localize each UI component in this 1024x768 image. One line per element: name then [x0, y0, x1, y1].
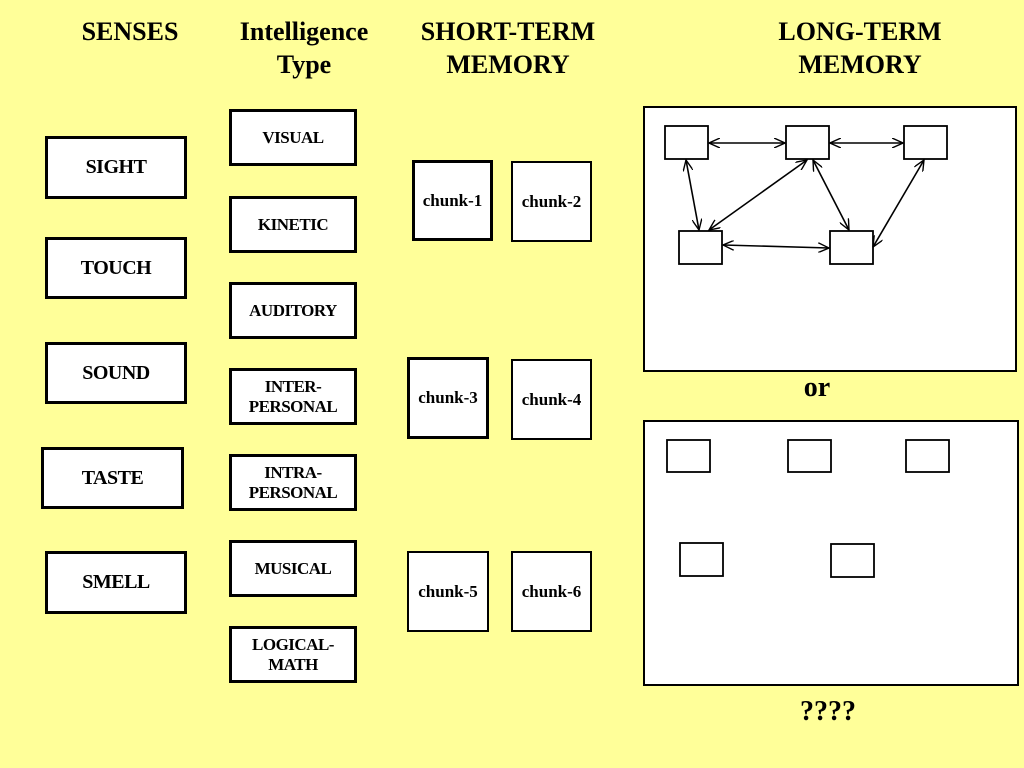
ltm-isolated-node-4: [679, 542, 724, 577]
intelligence-box-interpersonal: INTER- PERSONAL: [229, 368, 357, 425]
intelligence-label: MUSICAL: [254, 558, 332, 578]
header-intelligence-line2: Type: [276, 50, 332, 79]
intelligence-box-intrapersonal: INTRA- PERSONAL: [229, 454, 357, 511]
ltm-isolated-node-5: [830, 543, 875, 578]
ltm-node-1: [664, 125, 709, 160]
ltm-node-4: [678, 230, 723, 265]
ltm-unconnected-panel: [643, 420, 1019, 686]
sense-box-sight: SIGHT: [45, 136, 187, 199]
ltm-edge-1-4: [686, 160, 699, 230]
header-short-term-memory: SHORT-TERM MEMORY: [404, 15, 612, 81]
ltm-node-3: [903, 125, 948, 160]
ltm-node-2: [785, 125, 830, 160]
header-ltm-line2: MEMORY: [798, 50, 922, 79]
question-marks-label: ????: [800, 696, 856, 727]
chunk-box-4: chunk-4: [511, 359, 592, 440]
intelligence-label-line2: PERSONAL: [248, 482, 338, 502]
intelligence-label-line1: INTRA-: [264, 462, 322, 482]
sense-box-smell: SMELL: [45, 551, 187, 614]
ltm-edge-2-5: [813, 160, 849, 230]
intelligence-box-kinetic: KINETIC: [229, 196, 357, 253]
intelligence-label-line1: LOGICAL-: [252, 634, 334, 654]
ltm-edge-2-4: [709, 160, 807, 230]
chunk-box-1: chunk-1: [412, 160, 493, 241]
chunk-box-6: chunk-6: [511, 551, 592, 632]
ltm-network-diagram: [664, 125, 948, 265]
sense-box-sound: SOUND: [45, 342, 187, 404]
header-intelligence-type: Intelligence Type: [228, 15, 380, 81]
sense-box-touch: TOUCH: [45, 237, 187, 299]
intelligence-box-auditory: AUDITORY: [229, 282, 357, 339]
header-intelligence-line1: Intelligence: [239, 17, 369, 46]
intelligence-label-line1: INTER-: [264, 376, 322, 396]
ltm-isolated-node-2: [787, 439, 832, 473]
intelligence-label-line2: PERSONAL: [248, 396, 338, 416]
header-senses: SENSES: [81, 17, 179, 46]
chunk-box-2: chunk-2: [511, 161, 592, 242]
ltm-unconnected-diagram: [666, 439, 950, 578]
intelligence-box-logical-math: LOGICAL- MATH: [229, 626, 357, 683]
ltm-isolated-node-1: [666, 439, 711, 473]
header-stm-line2: MEMORY: [446, 50, 570, 79]
or-label: or: [803, 372, 831, 403]
ltm-edge-4-5: [723, 245, 829, 248]
header-long-term-memory: LONG-TERM MEMORY: [762, 15, 958, 81]
chunk-box-3: chunk-3: [407, 357, 489, 439]
ltm-network-panel: [643, 106, 1017, 372]
chunk-box-5: chunk-5: [407, 551, 489, 632]
intelligence-label: KINETIC: [257, 214, 329, 234]
ltm-edge-3-5: [873, 160, 924, 247]
intelligence-label: VISUAL: [262, 127, 324, 147]
header-stm-line1: SHORT-TERM: [420, 17, 596, 46]
sense-box-taste: TASTE: [41, 447, 184, 509]
intelligence-label: AUDITORY: [249, 300, 337, 320]
ltm-node-5: [829, 230, 874, 265]
intelligence-label-line2: MATH: [268, 654, 318, 674]
intelligence-box-musical: MUSICAL: [229, 540, 357, 597]
header-ltm-line1: LONG-TERM: [778, 17, 942, 46]
ltm-isolated-node-3: [905, 439, 950, 473]
intelligence-box-visual: VISUAL: [229, 109, 357, 166]
